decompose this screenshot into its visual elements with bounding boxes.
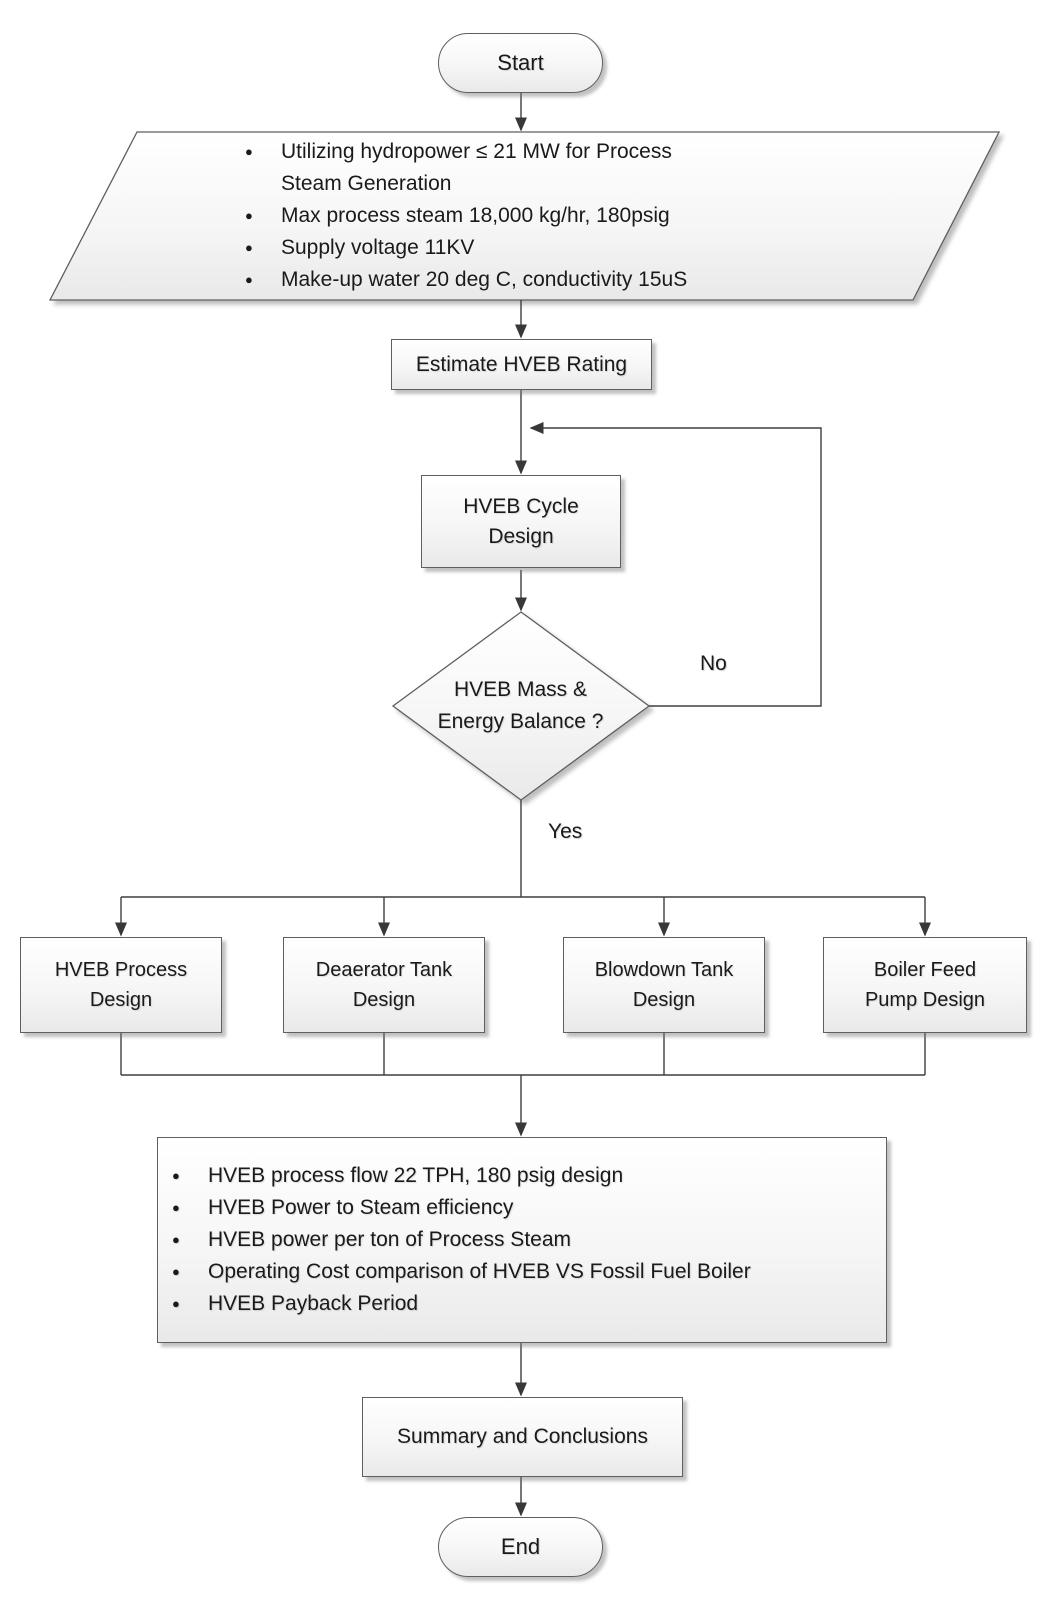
results-bullet: HVEB Payback Period xyxy=(170,1288,751,1320)
branch-label: Deaerator Tank Design xyxy=(315,959,453,1011)
input-bullet: Max process steam 18,000 kg/hr, 180psig xyxy=(243,200,706,232)
branch-label: HVEB Process Design xyxy=(54,959,188,1011)
results-bullet: HVEB Power to Steam efficiency xyxy=(170,1192,751,1224)
hveb-process-design-box: HVEB Process Design xyxy=(20,937,222,1033)
no-edge-label: No xyxy=(700,652,727,675)
results-bullet-list: HVEB process flow 22 TPH, 180 psig desig… xyxy=(170,1160,751,1320)
boiler-feed-pump-design-box: Boiler Feed Pump Design xyxy=(823,937,1027,1033)
end-terminator: End xyxy=(438,1517,603,1577)
estimate-hveb-rating-box: Estimate HVEB Rating xyxy=(391,339,652,390)
results-box: HVEB process flow 22 TPH, 180 psig desig… xyxy=(157,1137,887,1343)
summary-label: Summary and Conclusions xyxy=(397,1425,648,1448)
input-bullet: Supply voltage 11KV xyxy=(243,232,706,264)
decision-label: HVEB Mass & Energy Balance ? xyxy=(437,678,604,733)
hveb-cycle-design-box: HVEB Cycle Design xyxy=(421,475,621,568)
cycle-label: HVEB Cycle Design xyxy=(463,494,579,548)
deaerator-tank-design-box: Deaerator Tank Design xyxy=(283,937,485,1033)
input-bullet-list: Utilizing hydropower ≤ 21 MW for Process… xyxy=(243,136,723,296)
branch-label: Blowdown Tank Design xyxy=(594,959,734,1011)
edge-no-feedback xyxy=(529,422,822,707)
results-bullet: HVEB process flow 22 TPH, 180 psig desig… xyxy=(170,1160,751,1192)
input-bullet: Utilizing hydropower ≤ 21 MW for Process… xyxy=(243,136,706,200)
input-parallelogram: Utilizing hydropower ≤ 21 MW for Process… xyxy=(243,136,723,296)
start-terminator: Start xyxy=(438,33,603,93)
yes-edge-label: Yes xyxy=(548,820,583,843)
end-label: End xyxy=(500,1534,541,1559)
summary-conclusions-box: Summary and Conclusions xyxy=(362,1397,683,1477)
estimate-label: Estimate HVEB Rating xyxy=(415,352,628,376)
input-bullet: Make-up water 20 deg C, conductivity 15u… xyxy=(243,264,706,296)
start-label: Start xyxy=(497,50,544,75)
results-bullet: HVEB power per ton of Process Steam xyxy=(170,1224,751,1256)
blowdown-tank-design-box: Blowdown Tank Design xyxy=(563,937,765,1033)
results-bullet: Operating Cost comparison of HVEB VS Fos… xyxy=(170,1256,751,1288)
branch-label: Boiler Feed Pump Design xyxy=(864,959,986,1011)
